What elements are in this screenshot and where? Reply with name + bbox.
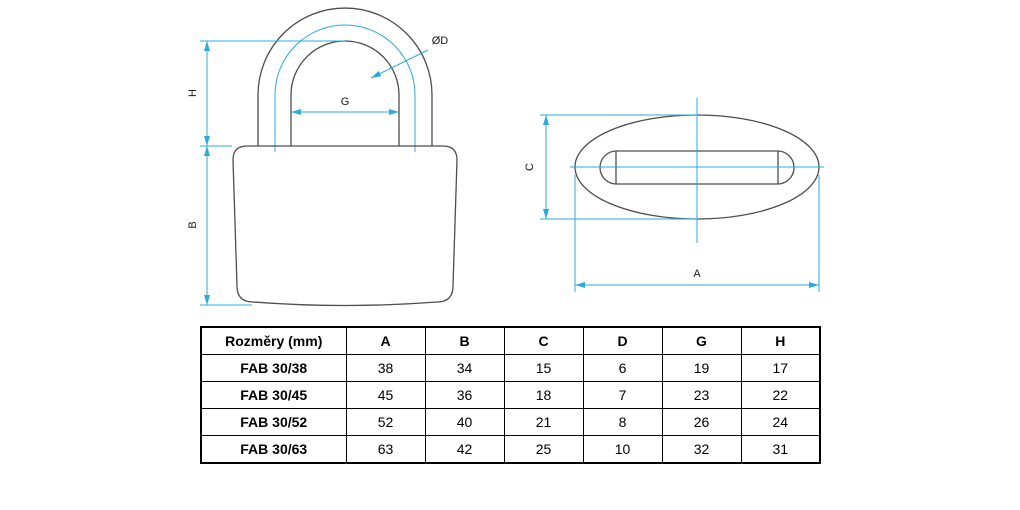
value-B: 34 xyxy=(424,354,505,382)
padlock-technical-drawing: H B G ØD C A xyxy=(187,7,824,307)
dimension-H-label: H xyxy=(187,89,199,97)
value-D: 7 xyxy=(582,381,663,409)
value-A: 45 xyxy=(345,381,426,409)
dimension-B-label: B xyxy=(187,221,199,228)
header-A: A xyxy=(345,326,426,355)
shackle-outer-legs xyxy=(257,95,433,146)
header-G: G xyxy=(661,326,742,355)
value-G: 19 xyxy=(661,354,742,382)
value-G: 32 xyxy=(661,435,742,464)
dimension-C-label: C xyxy=(524,163,536,171)
shackle-inner-legs xyxy=(290,95,400,146)
dimensions-table-container: Rozměry (mm) A B C D G H FAB 30/38 38 34… xyxy=(200,326,821,464)
value-H: 31 xyxy=(740,435,821,464)
model-name: FAB 30/52 xyxy=(200,408,347,436)
value-A: 52 xyxy=(345,408,426,436)
model-name: FAB 30/45 xyxy=(200,381,347,409)
value-C: 18 xyxy=(503,381,584,409)
model-name: FAB 30/38 xyxy=(200,354,347,382)
header-B: B xyxy=(424,326,505,355)
dimension-D-label: ØD xyxy=(432,35,449,47)
header-H: H xyxy=(740,326,821,355)
header-dimensions: Rozměry (mm) xyxy=(200,326,347,355)
dimension-D-leader-line xyxy=(370,49,429,79)
value-H: 22 xyxy=(740,381,821,409)
padlock-front-view: H B G ØD xyxy=(187,7,458,307)
padlock-top-view: C A xyxy=(524,98,824,292)
value-H: 17 xyxy=(740,354,821,382)
shackle-outer-arc xyxy=(257,7,433,96)
value-A: 38 xyxy=(345,354,426,382)
header-D: D xyxy=(582,326,663,355)
value-H: 24 xyxy=(740,408,821,436)
dimensions-table: Rozměry (mm) A B C D G H FAB 30/38 38 34… xyxy=(200,326,821,464)
value-A: 63 xyxy=(345,435,426,464)
value-D: 10 xyxy=(582,435,663,464)
value-G: 23 xyxy=(661,381,742,409)
table-header-row: Rozměry (mm) A B C D G H xyxy=(200,326,821,355)
value-D: 6 xyxy=(582,354,663,382)
value-B: 42 xyxy=(424,435,505,464)
shackle-centerline-arc xyxy=(274,24,416,152)
value-B: 36 xyxy=(424,381,505,409)
value-C: 15 xyxy=(503,354,584,382)
table-row: FAB 30/45 45 36 18 7 23 22 xyxy=(200,381,821,409)
dimension-H-extension-lines xyxy=(200,40,345,147)
table-row: FAB 30/52 52 40 21 8 26 24 xyxy=(200,408,821,436)
dimension-G-label: G xyxy=(341,96,350,108)
dimension-C-extension-lines xyxy=(540,114,698,220)
value-D: 8 xyxy=(582,408,663,436)
padlock-body xyxy=(232,145,458,307)
value-C: 21 xyxy=(503,408,584,436)
value-G: 26 xyxy=(661,408,742,436)
dimension-A-label: A xyxy=(693,268,701,280)
header-C: C xyxy=(503,326,584,355)
model-name: FAB 30/63 xyxy=(200,435,347,464)
table-row: FAB 30/63 63 42 25 10 32 31 xyxy=(200,435,821,464)
value-B: 40 xyxy=(424,408,505,436)
dimension-A-extension-lines xyxy=(574,175,820,292)
shackle-inner-arc xyxy=(290,40,400,96)
value-C: 25 xyxy=(503,435,584,464)
table-row: FAB 30/38 38 34 15 6 19 17 xyxy=(200,354,821,382)
